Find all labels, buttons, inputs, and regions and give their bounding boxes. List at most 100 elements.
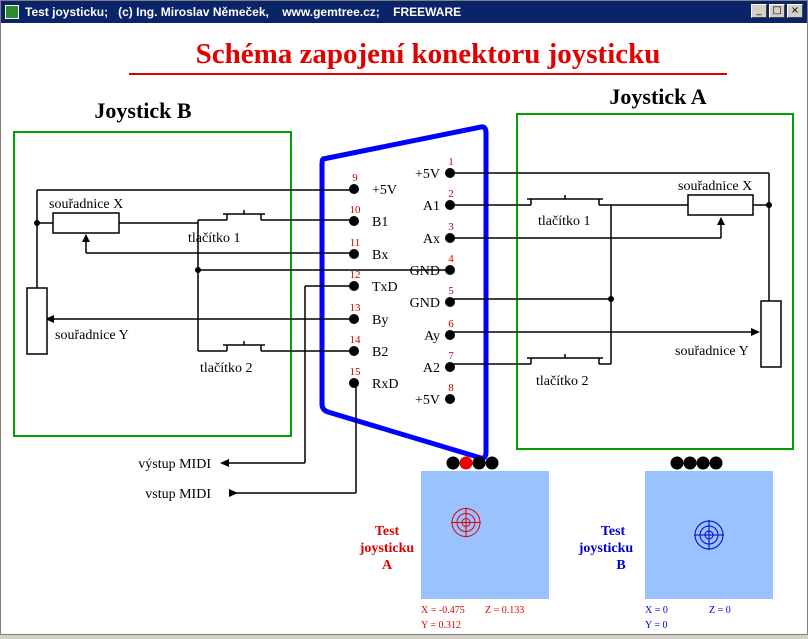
- pin-4-number: 4: [448, 253, 454, 265]
- test-a-z-readout: Z = 0.133: [485, 605, 524, 616]
- pin-12-label: TxD: [372, 280, 398, 295]
- test-b-x-readout: X = 0: [645, 605, 668, 616]
- pin-8-dot: [445, 394, 455, 404]
- pin-2-label: A1: [423, 199, 440, 214]
- joystick-b-button2-label: tlačítko 2: [200, 361, 253, 376]
- window-title: Test joysticku; (c) Ing. Miroslav Němeče…: [25, 5, 462, 19]
- arrow-midi-out-icon: [220, 459, 229, 467]
- joystick-b-pot-x: [52, 212, 120, 234]
- joystick-b-title: Joystick B: [94, 98, 192, 123]
- pin-14-dot: [349, 346, 359, 356]
- pin-6-label: Ay: [424, 329, 440, 344]
- junctions: [34, 202, 772, 302]
- pin-10-dot: [349, 216, 359, 226]
- minimize-icon: _: [756, 5, 762, 16]
- pin-5-label: GND: [410, 296, 440, 311]
- arrow-b-y-icon: [45, 315, 54, 323]
- arrowheads: [45, 217, 760, 497]
- pin-8-label: +5V: [415, 393, 440, 408]
- pin-7-number: 7: [448, 350, 454, 362]
- diagram-heading: Schéma zapojení konektoru joysticku: [196, 38, 661, 70]
- test-a-label-line3: A: [382, 558, 393, 573]
- test-a-button-1-indicator: [446, 456, 460, 470]
- joystick-b-coord-y-label: souřadnice Y: [55, 328, 129, 343]
- diagram-area: Schéma zapojení konektoru joysticku Joys…: [1, 23, 807, 634]
- test-b-button-indicators: [670, 456, 723, 470]
- wiring-diagram: Schéma zapojení konektoru joysticku Joys…: [13, 38, 794, 631]
- pin-4-dot: [445, 265, 455, 275]
- test-b-label-line1: Test: [601, 524, 626, 539]
- pin-8-number: 8: [448, 382, 454, 394]
- pin-13-number: 13: [350, 302, 362, 314]
- pin-15-label: RxD: [372, 377, 398, 392]
- pin-12-dot: [349, 281, 359, 291]
- pin-2-dot: [445, 200, 455, 210]
- joystick-b-button1-label: tlačítko 1: [188, 231, 241, 246]
- pin-7-dot: [445, 362, 455, 372]
- joystick-a-box: [516, 113, 794, 450]
- pin-6-number: 6: [448, 318, 454, 330]
- pin-10-number: 10: [350, 204, 362, 216]
- wires: [36, 172, 770, 494]
- joystick-a-button1-label: tlačítko 1: [538, 214, 591, 229]
- pin-15-number: 15: [350, 366, 362, 378]
- joystick-a-pot-y: [760, 300, 782, 368]
- test-b-y-readout: Y = 0: [645, 620, 668, 631]
- joystick-a-coord-x-label: souřadnice X: [678, 179, 752, 194]
- pin-11-label: Bx: [372, 248, 388, 263]
- joystick-a-button2-label: tlačítko 2: [536, 374, 589, 389]
- pin-3-label: Ax: [423, 232, 440, 247]
- test-a-crosshair-icon: [451, 507, 481, 538]
- pin-6-dot: [445, 330, 455, 340]
- test-a-y-readout: Y = 0.312: [421, 620, 461, 631]
- pin-12-number: 12: [350, 269, 361, 281]
- close-button[interactable]: ×: [787, 4, 803, 18]
- joystick-b-coord-x-label: souřadnice X: [49, 197, 123, 212]
- test-b-crosshair-icon: [694, 520, 724, 550]
- pin-3-dot: [445, 233, 455, 243]
- joystick-a-title: Joystick A: [609, 84, 706, 109]
- pin-1-label: +5V: [415, 167, 440, 182]
- pin-13-label: By: [372, 313, 388, 328]
- close-icon: ×: [790, 5, 800, 16]
- arrow-b-x-icon: [82, 234, 90, 242]
- arrow-a-y-icon: [751, 328, 760, 336]
- test-b-button-2-indicator: [683, 456, 697, 470]
- maximize-button[interactable]: □: [769, 4, 785, 18]
- pin-4-label: GND: [410, 264, 440, 279]
- test-pad-b: [645, 471, 773, 599]
- pin-15-dot: [349, 378, 359, 388]
- pin-9-dot: [349, 184, 359, 194]
- test-a-button-indicators: [446, 456, 499, 470]
- test-b-label-line2: joysticku: [578, 541, 634, 556]
- test-b-z-readout: Z = 0: [709, 605, 731, 616]
- pin-3-number: 3: [448, 221, 454, 233]
- pin-11-number: 11: [350, 237, 361, 249]
- pin-9-number: 9: [352, 172, 358, 184]
- pin-1-number: 1: [448, 156, 454, 168]
- pin-7-label: A2: [423, 361, 440, 376]
- midi-out-label: výstup MIDI: [138, 457, 211, 472]
- minimize-button[interactable]: _: [751, 4, 767, 18]
- test-a-button-4-indicator: [485, 456, 499, 470]
- midi-in-label: vstup MIDI: [145, 487, 211, 502]
- pin-13-dot: [349, 314, 359, 324]
- test-a-x-readout: X = -0.475: [421, 605, 465, 616]
- test-b-label-line3: B: [616, 558, 625, 573]
- test-a-label-line2: joysticku: [359, 541, 415, 556]
- joystick-a-coord-y-label: souřadnice Y: [675, 344, 749, 359]
- joystick-b-box: [13, 131, 292, 437]
- title-bar[interactable]: Test joysticku; (c) Ing. Miroslav Němeče…: [1, 1, 807, 23]
- test-b-button-1-indicator: [670, 456, 684, 470]
- arrow-midi-in-icon: [229, 489, 238, 497]
- pin-5-number: 5: [448, 285, 454, 297]
- maximize-icon: □: [772, 5, 782, 16]
- test-a-label-line1: Test: [375, 524, 400, 539]
- pin-5-dot: [445, 297, 455, 307]
- test-a-button-3-indicator: [472, 456, 486, 470]
- pin-14-label: B2: [372, 345, 388, 360]
- test-pad-a-area[interactable]: [421, 471, 549, 599]
- test-b-button-4-indicator: [709, 456, 723, 470]
- pin-2-number: 2: [448, 188, 454, 200]
